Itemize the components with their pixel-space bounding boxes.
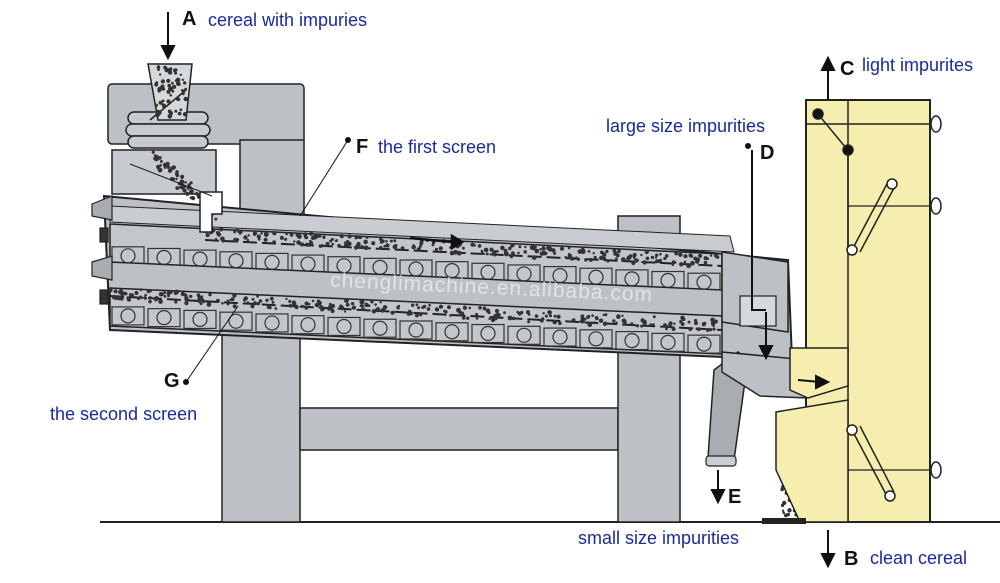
- side-plates: [91, 195, 113, 305]
- arrow-c-up: [820, 55, 836, 100]
- label-e-text: small size impurities: [578, 528, 740, 548]
- aspirator-column: [775, 99, 931, 523]
- label-a-text: cereal with impuries: [208, 10, 368, 30]
- flow-arrow-upper: [409, 233, 465, 251]
- second-screen: [109, 295, 723, 331]
- arrow-a-in: [160, 12, 176, 61]
- aspirator-base: [762, 518, 806, 524]
- arrow-e-down: [710, 470, 726, 505]
- arrow-to-aspirator: [797, 374, 831, 390]
- label-b-letter: B: [844, 548, 859, 570]
- label-c-text: light impurites: [862, 55, 974, 75]
- lower-ball-cells: [111, 306, 721, 354]
- label-f-letter: F: [356, 136, 369, 158]
- label-pointers: [183, 137, 751, 385]
- label-d-text: large size impurities: [606, 116, 766, 136]
- label-f-text: the first screen: [378, 137, 497, 157]
- label-d-letter: D: [760, 142, 775, 164]
- arrow-d-down: [751, 150, 774, 361]
- label-a-letter: A: [182, 8, 197, 30]
- label-b-text: clean cereal: [870, 548, 968, 568]
- label-g-letter: G: [164, 370, 180, 392]
- label-e-letter: E: [728, 486, 742, 508]
- label-c-letter: C: [840, 58, 855, 80]
- aspirator-linkages: [812, 108, 942, 502]
- inlet-chute: [199, 191, 223, 233]
- label-g-text: the second screen: [50, 404, 198, 424]
- arrow-b-down: [820, 530, 836, 569]
